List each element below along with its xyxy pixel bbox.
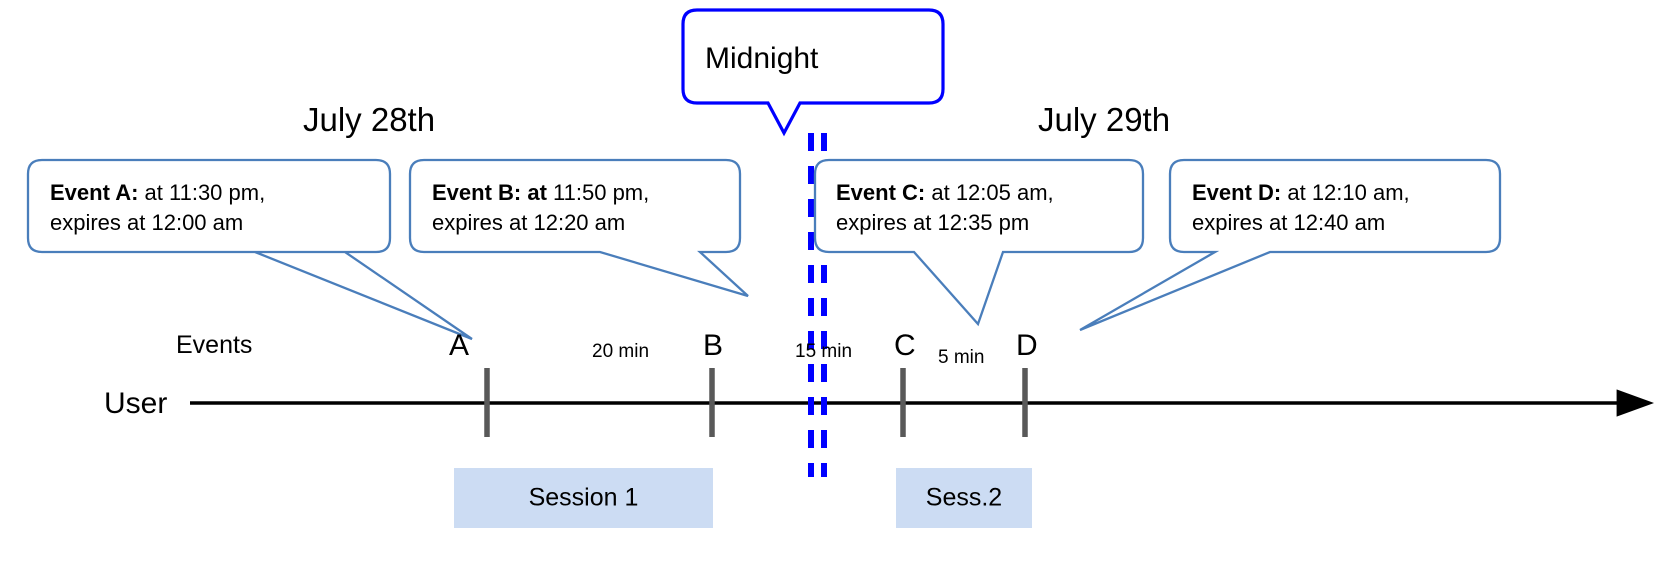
callout-text-event-c: Event C: at 12:05 am, expires at 12:35 p… [836, 178, 1054, 238]
callout-text-event-a: Event A: at 11:30 pm, expires at 12:00 a… [50, 178, 265, 238]
callout-rest-event-d: at 12:10 am, [1281, 180, 1410, 205]
callout-bold-event-d: Event D: [1192, 180, 1282, 205]
callout-text-event-b: Event B: at 11:50 pm, expires at 12:20 a… [432, 178, 649, 238]
midnight-callout-shape [681, 8, 945, 137]
events-row-label: Events [176, 331, 253, 359]
user-row-label: User [104, 387, 168, 420]
callout-rest-event-b: 11:50 pm, [546, 180, 650, 205]
gap-label-c-d: 5 min [938, 347, 985, 368]
session-box-2: Sess.2 [896, 468, 1032, 528]
callout-bold-event-a: Event A: [50, 180, 139, 205]
session-box-1: Session 1 [454, 468, 713, 528]
gap-label-a-b: 20 min [592, 341, 650, 362]
callout-line2-event-b: expires at 12:20 am [432, 210, 626, 235]
day-label-july-28: July 28th [303, 101, 436, 138]
callout-line2-event-a: expires at 12:00 am [50, 210, 244, 235]
callout-line2-event-d: expires at 12:40 am [1192, 210, 1386, 235]
callout-bold-event-b: Event B: at [432, 180, 547, 205]
day-label-july-29: July 29th [1038, 101, 1171, 138]
callout-line2-event-c: expires at 12:35 pm [836, 210, 1030, 235]
callout-shape-event-a [26, 158, 473, 341]
callout-shape-event-b [408, 158, 749, 298]
session-label-2: Sess.2 [925, 483, 1003, 512]
midnight-label: Midnight [705, 42, 819, 75]
session-label-1: Session 1 [528, 483, 639, 512]
event-letter-a: A [449, 329, 470, 362]
callout-text-event-d: Event D: at 12:10 am, expires at 12:40 a… [1192, 178, 1410, 238]
callout-rest-event-c: at 12:05 am, [925, 180, 1054, 205]
callout-rest-event-a: at 11:30 pm, [138, 180, 266, 205]
event-letter-b: B [703, 329, 724, 362]
callout-bold-event-c: Event C: [836, 180, 926, 205]
callout-shape-event-c [813, 158, 1145, 327]
gap-label-b-c: 15 min [795, 341, 853, 362]
event-letter-c: C [894, 329, 916, 362]
callout-shape-event-d [1079, 158, 1502, 332]
event-letter-d: D [1016, 329, 1038, 362]
